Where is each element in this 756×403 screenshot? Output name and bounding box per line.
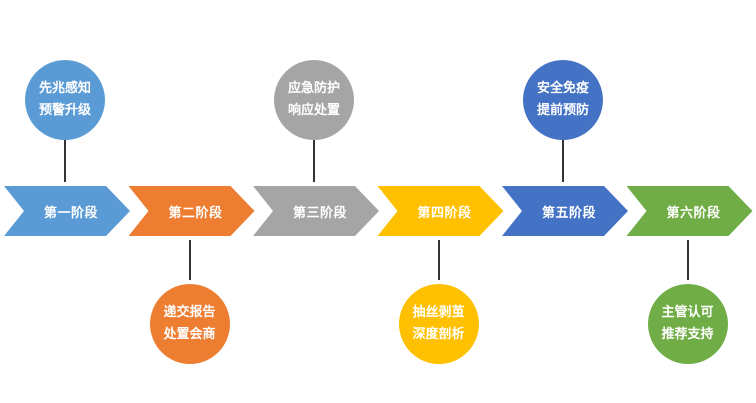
stage-2-circle: 递交报告处置会商 xyxy=(149,284,230,364)
stage-label: 第一阶段 xyxy=(43,205,98,221)
stage-label: 第二阶段 xyxy=(168,205,223,221)
stage-5-connector xyxy=(562,140,564,182)
stage-label: 第六阶段 xyxy=(666,205,721,221)
stage-label: 第五阶段 xyxy=(541,205,596,221)
stage-5-circle: 安全免疫提前预防 xyxy=(523,60,603,140)
stage-description-line: 响应处置 xyxy=(287,103,340,118)
stage-1-chevron: 第一阶段 xyxy=(4,186,130,236)
stage-label: 第四阶段 xyxy=(417,205,472,221)
stage-description-line: 先兆感知 xyxy=(38,81,91,96)
stage-1-circle: 先兆感知预警升级 xyxy=(25,60,105,140)
stage-6-circle: 主管认可推荐支持 xyxy=(647,284,728,364)
stage-4-connector xyxy=(437,240,440,280)
stage-label: 第三阶段 xyxy=(292,205,347,221)
stage-3-circle: 应急防护响应处置 xyxy=(274,60,354,140)
stage-2-connector xyxy=(188,240,191,280)
stage-description-line: 提前预防 xyxy=(536,103,589,118)
stage-6-chevron: 第六阶段 xyxy=(626,186,753,236)
stage-1-connector xyxy=(64,140,66,182)
stage-description-line: 递交报告 xyxy=(163,305,216,320)
stage-description-line: 推荐支持 xyxy=(661,327,714,342)
stage-5-chevron: 第五阶段 xyxy=(502,186,628,236)
stage-description-line: 抽丝剥茧 xyxy=(412,305,465,320)
stage-description-line: 处置会商 xyxy=(163,327,216,342)
stage-6-connector xyxy=(686,240,689,280)
stage-description-line: 主管认可 xyxy=(661,305,714,320)
stage-3-chevron: 第三阶段 xyxy=(253,186,379,236)
stage-description-line: 预警升级 xyxy=(38,103,91,118)
stage-description-line: 深度剖析 xyxy=(412,327,465,342)
stage-description-line: 应急防护 xyxy=(287,81,340,96)
stage-3-connector xyxy=(313,140,315,182)
stage-2-chevron: 第二阶段 xyxy=(128,186,255,236)
stage-4-chevron: 第四阶段 xyxy=(377,186,504,236)
stage-4-circle: 抽丝剥茧深度剖析 xyxy=(398,284,479,364)
stage-description-line: 安全免疫 xyxy=(536,81,589,96)
